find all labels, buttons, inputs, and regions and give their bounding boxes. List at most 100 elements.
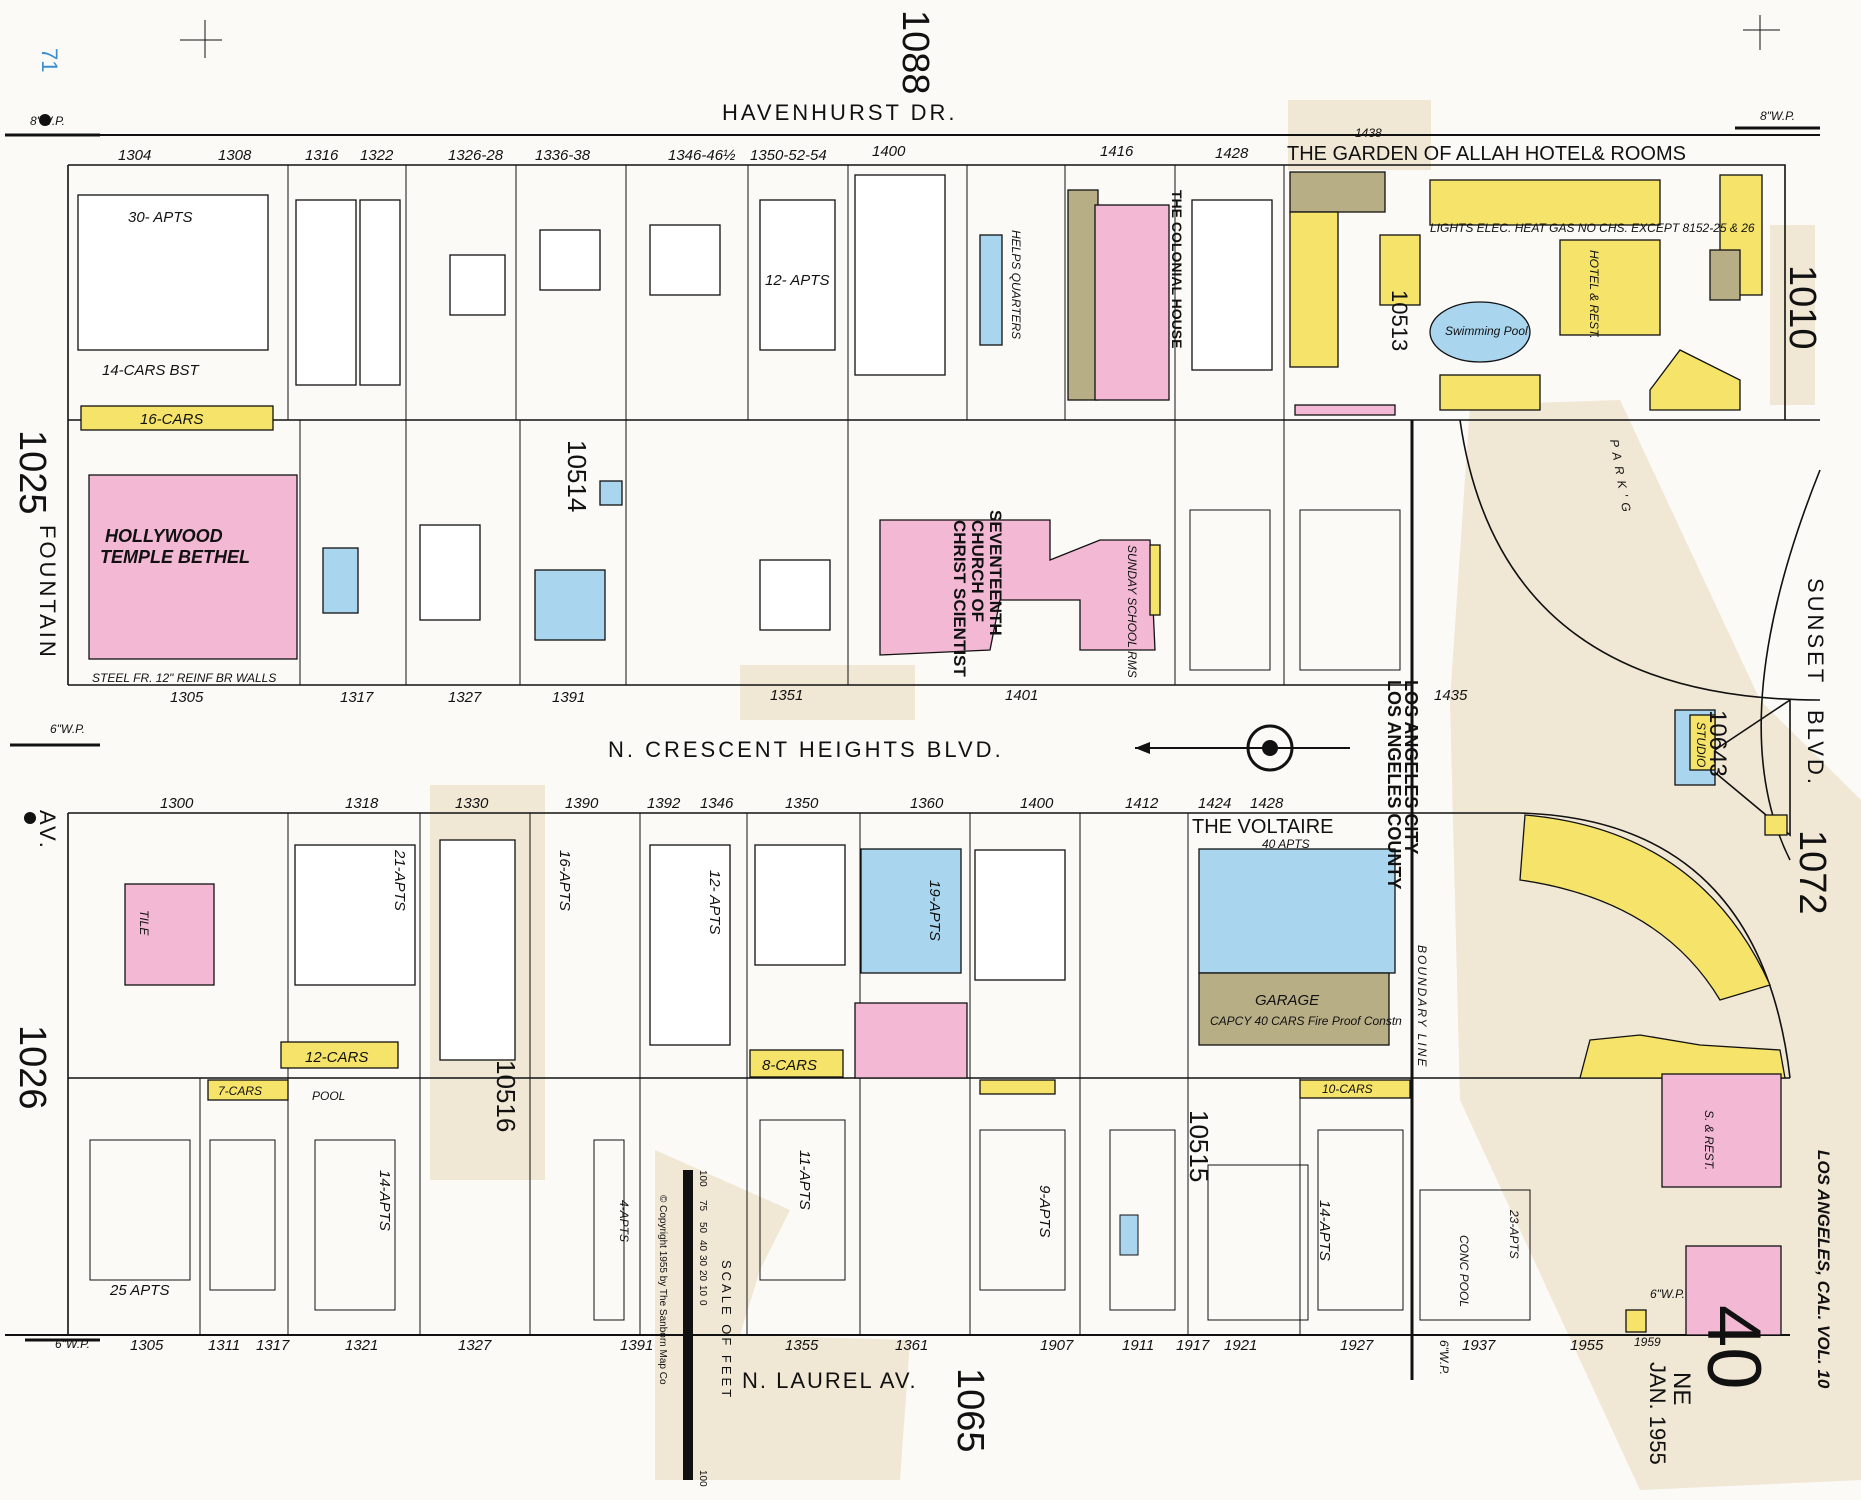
scale-tick: 10 — [697, 1285, 708, 1297]
address: 1351 — [770, 687, 803, 704]
address: 1346-46½ — [668, 147, 736, 164]
hotel-and-rest — [1559, 239, 1661, 336]
building — [854, 174, 946, 376]
building — [439, 839, 516, 1061]
label-church-3: CHRIST SCIENTIST — [950, 520, 969, 677]
address: 1305 — [130, 1337, 164, 1354]
label-14-cars: 14-CARS BST — [102, 362, 201, 379]
building-1300-tile — [124, 883, 215, 986]
label-hotel-rest: HOTEL & REST. — [1587, 250, 1601, 339]
building — [322, 547, 359, 614]
sheet-number: 40 — [1691, 1305, 1776, 1390]
garage-7-cars — [207, 1079, 289, 1101]
seventeenth-church-of-christ-scientist — [879, 519, 1156, 656]
studio-building — [1689, 714, 1716, 771]
address: 1322 — [360, 147, 394, 164]
label-colonial-house: THE COLONIAL HOUSE — [1169, 190, 1185, 348]
address: 1326-28 — [448, 147, 504, 164]
address: 1428 — [1215, 145, 1249, 162]
building — [599, 480, 623, 506]
address: 1438 — [1355, 126, 1382, 140]
address: 1317 — [256, 1337, 290, 1354]
garage-12-cars — [280, 1041, 399, 1069]
label-studio: STUDIO — [1694, 722, 1708, 767]
address: 1311 — [208, 1337, 240, 1354]
address: 1308 — [218, 147, 252, 164]
address: 1392 — [647, 795, 681, 812]
scale-tick: 100 — [697, 1470, 708, 1487]
swimming-pool — [1429, 301, 1531, 363]
address: 1907 — [1040, 1337, 1074, 1354]
address: 1911 — [1122, 1337, 1154, 1354]
label-garage: GARAGE — [1255, 992, 1320, 1009]
voltaire-building — [1198, 848, 1396, 974]
label-19-apts: 19-APTS — [926, 880, 943, 941]
label-14-apts-b: 14-APTS — [1316, 1200, 1333, 1261]
label-garden-of-allah: THE GARDEN OF ALLAH HOTEL& ROOMS — [1287, 143, 1686, 165]
address: 1435 — [1434, 687, 1468, 704]
sheet-ref-bottom: 1065 — [949, 1368, 991, 1453]
scale-tick: 30 — [697, 1255, 708, 1267]
building — [649, 844, 731, 1046]
copyright: © Copyright 1955 by The Sanborn Map Co — [657, 1195, 668, 1385]
address: 1428 — [1250, 795, 1284, 812]
label-church-1: SEVENTEENTH — [986, 510, 1005, 636]
scale-tick: 0 — [697, 1300, 708, 1306]
address: 1416 — [1100, 143, 1134, 160]
addresses-crescent-north-side: 1305 1317 1327 1391 1351 1401 1435 — [170, 687, 1468, 706]
building — [1685, 1245, 1782, 1336]
street-n-laurel-av: N. LAUREL AV. — [742, 1368, 918, 1393]
building — [1579, 1034, 1786, 1079]
building — [974, 849, 1066, 981]
building — [294, 844, 416, 986]
label-garage-note: CAPCY 40 CARS Fire Proof Constn — [1210, 1014, 1402, 1028]
street-sunset-blvd: BLVD. — [1803, 710, 1828, 787]
label-voltaire-apts: 40 APTS — [1262, 837, 1310, 851]
sheet-ref-right-upper: 1010 — [1781, 265, 1823, 350]
water-pipe-label: 8"W.P. — [1760, 109, 1795, 123]
address: 1424 — [1198, 795, 1231, 812]
garden-of-allah-buildings — [1289, 171, 1763, 416]
address: 1350-52-54 — [750, 147, 827, 164]
helps-quarters-building — [979, 234, 1003, 346]
address: 1921 — [1224, 1337, 1257, 1354]
street-fountain-av: AV. — [35, 810, 60, 851]
address: 1391 — [552, 689, 585, 706]
building — [754, 844, 846, 966]
buildings — [77, 171, 1788, 1336]
block-number: 10514 — [562, 440, 592, 512]
water-pipe-label: 6"W.P. — [1650, 1287, 1685, 1301]
addresses-crescent-south-side: 1300 1318 1330 1390 1392 1346 1350 1360 … — [160, 795, 1284, 812]
building — [649, 224, 721, 296]
north-arrow-compass-icon — [1135, 724, 1350, 772]
address: 1318 — [345, 795, 379, 812]
scale-tick: 40 — [697, 1240, 708, 1252]
label-8-cars: 8-CARS — [762, 1057, 817, 1074]
block-number: 10513 — [1387, 290, 1412, 351]
footer-date: JAN. 1955 — [1645, 1362, 1670, 1465]
sheet-ref-right-lower: 1072 — [1791, 830, 1833, 915]
paste-patch — [1770, 225, 1815, 405]
addresses-havenhurst-frontage: 1304 1308 1316 1322 1326-28 1336-38 1346… — [118, 126, 1382, 164]
label-los-angeles-county: LOS ANGELES COUNTY — [1384, 680, 1404, 889]
address: 1391 — [620, 1337, 653, 1354]
address: 1327 — [458, 1337, 492, 1354]
address: 1927 — [1340, 1337, 1374, 1354]
label-12-apts-b: 12- APTS — [706, 870, 723, 934]
lot-lines — [199, 165, 1301, 1335]
paste-patch-scale — [655, 1150, 910, 1480]
scale-tick: 75 — [697, 1200, 708, 1212]
building — [539, 229, 601, 291]
label-conc-pool: CONC POOL — [1457, 1235, 1471, 1307]
address: 1321 — [345, 1337, 378, 1354]
sheet-ref-top: 1088 — [894, 10, 936, 95]
building — [759, 199, 836, 351]
label-25-apts: 25 APTS — [109, 1282, 169, 1299]
label-pool: POOL — [312, 1089, 345, 1103]
label-church-2: CHURCH OF — [968, 520, 987, 622]
street-fountain: FOUNTAIN — [35, 525, 60, 660]
building — [1764, 814, 1788, 836]
block-outlines — [5, 134, 1821, 1380]
label-voltaire: THE VOLTAIRE — [1192, 816, 1334, 838]
building — [1149, 544, 1161, 616]
